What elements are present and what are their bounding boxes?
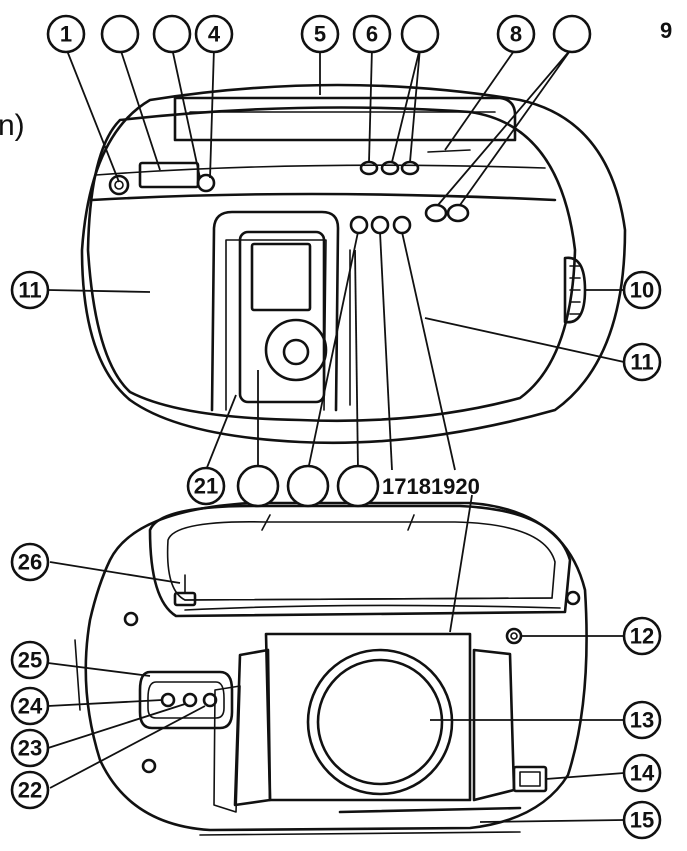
svg-text:15: 15: [630, 808, 654, 833]
callout-26: 26: [10, 542, 50, 582]
svg-text:25: 25: [18, 648, 42, 673]
rear-view: [74, 501, 588, 836]
callout-11-right: 11: [622, 342, 662, 382]
callout-6: 6: [352, 14, 392, 54]
callout-25: 25: [10, 640, 50, 680]
side-text-fragment: n): [0, 109, 25, 142]
callout-11-left: 11: [10, 270, 50, 310]
callout-14: 14: [622, 753, 662, 793]
rear-leaders: [47, 494, 625, 823]
callout-blank-c: [400, 14, 440, 54]
front-leaders: [47, 47, 625, 471]
callout-21: 21: [186, 466, 226, 506]
svg-text:14: 14: [630, 761, 655, 786]
callout-22: 22: [10, 770, 50, 810]
svg-text:1: 1: [60, 22, 72, 47]
callout-blank-e: [236, 464, 280, 508]
callout-15: 15: [622, 800, 662, 840]
svg-text:11: 11: [630, 350, 653, 375]
callout-blank-a: [100, 14, 140, 54]
callout-13: 13: [622, 700, 662, 740]
front-view: [80, 83, 627, 445]
callout-blank-d: [552, 14, 592, 54]
callout-1: 1: [46, 14, 86, 54]
callout-8: 8: [496, 14, 536, 54]
callout-4: 4: [194, 14, 234, 54]
callout-12: 12: [622, 616, 662, 656]
svg-text:26: 26: [18, 550, 42, 575]
svg-text:8: 8: [510, 22, 522, 47]
svg-text:4: 4: [208, 22, 221, 47]
svg-text:21: 21: [194, 474, 218, 499]
callout-10: 10: [622, 270, 662, 310]
callouts-17-20-row: 17181920: [382, 474, 480, 499]
svg-text:13: 13: [630, 708, 654, 733]
svg-text:24: 24: [18, 694, 43, 719]
callout-blank-b: [152, 14, 192, 54]
svg-text:11: 11: [18, 278, 41, 303]
svg-text:22: 22: [18, 778, 42, 803]
callout-blank-g: [336, 464, 380, 508]
callout-24: 24: [10, 686, 50, 726]
svg-text:6: 6: [366, 22, 378, 47]
svg-text:23: 23: [18, 736, 42, 761]
callout-5: 5: [300, 14, 340, 54]
callout-blank-f: [286, 464, 330, 508]
page-corner-number: 9: [660, 18, 672, 43]
callouts: 1 4 5 6 8 11 10 11 21 17181920 26 12 25 …: [10, 14, 662, 840]
callout-23: 23: [10, 728, 50, 768]
svg-text:12: 12: [630, 624, 654, 649]
svg-text:10: 10: [630, 278, 654, 303]
svg-text:5: 5: [314, 22, 326, 47]
